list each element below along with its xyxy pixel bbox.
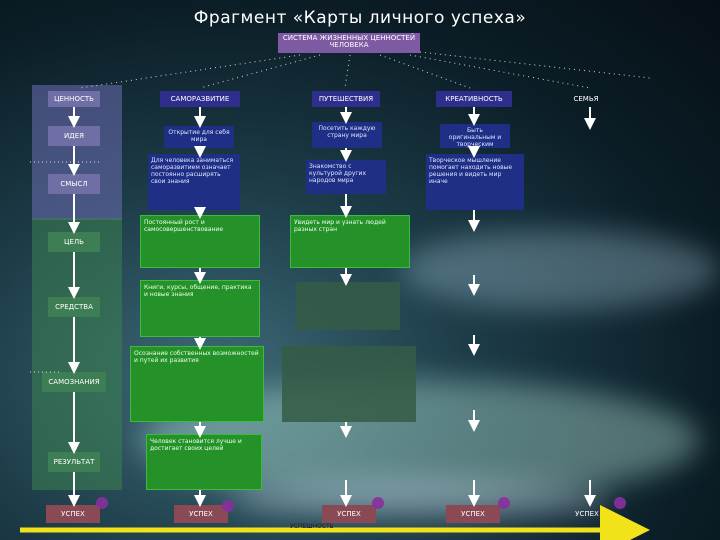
axis-label: УСПЕШНОСТЬ: [290, 523, 350, 530]
